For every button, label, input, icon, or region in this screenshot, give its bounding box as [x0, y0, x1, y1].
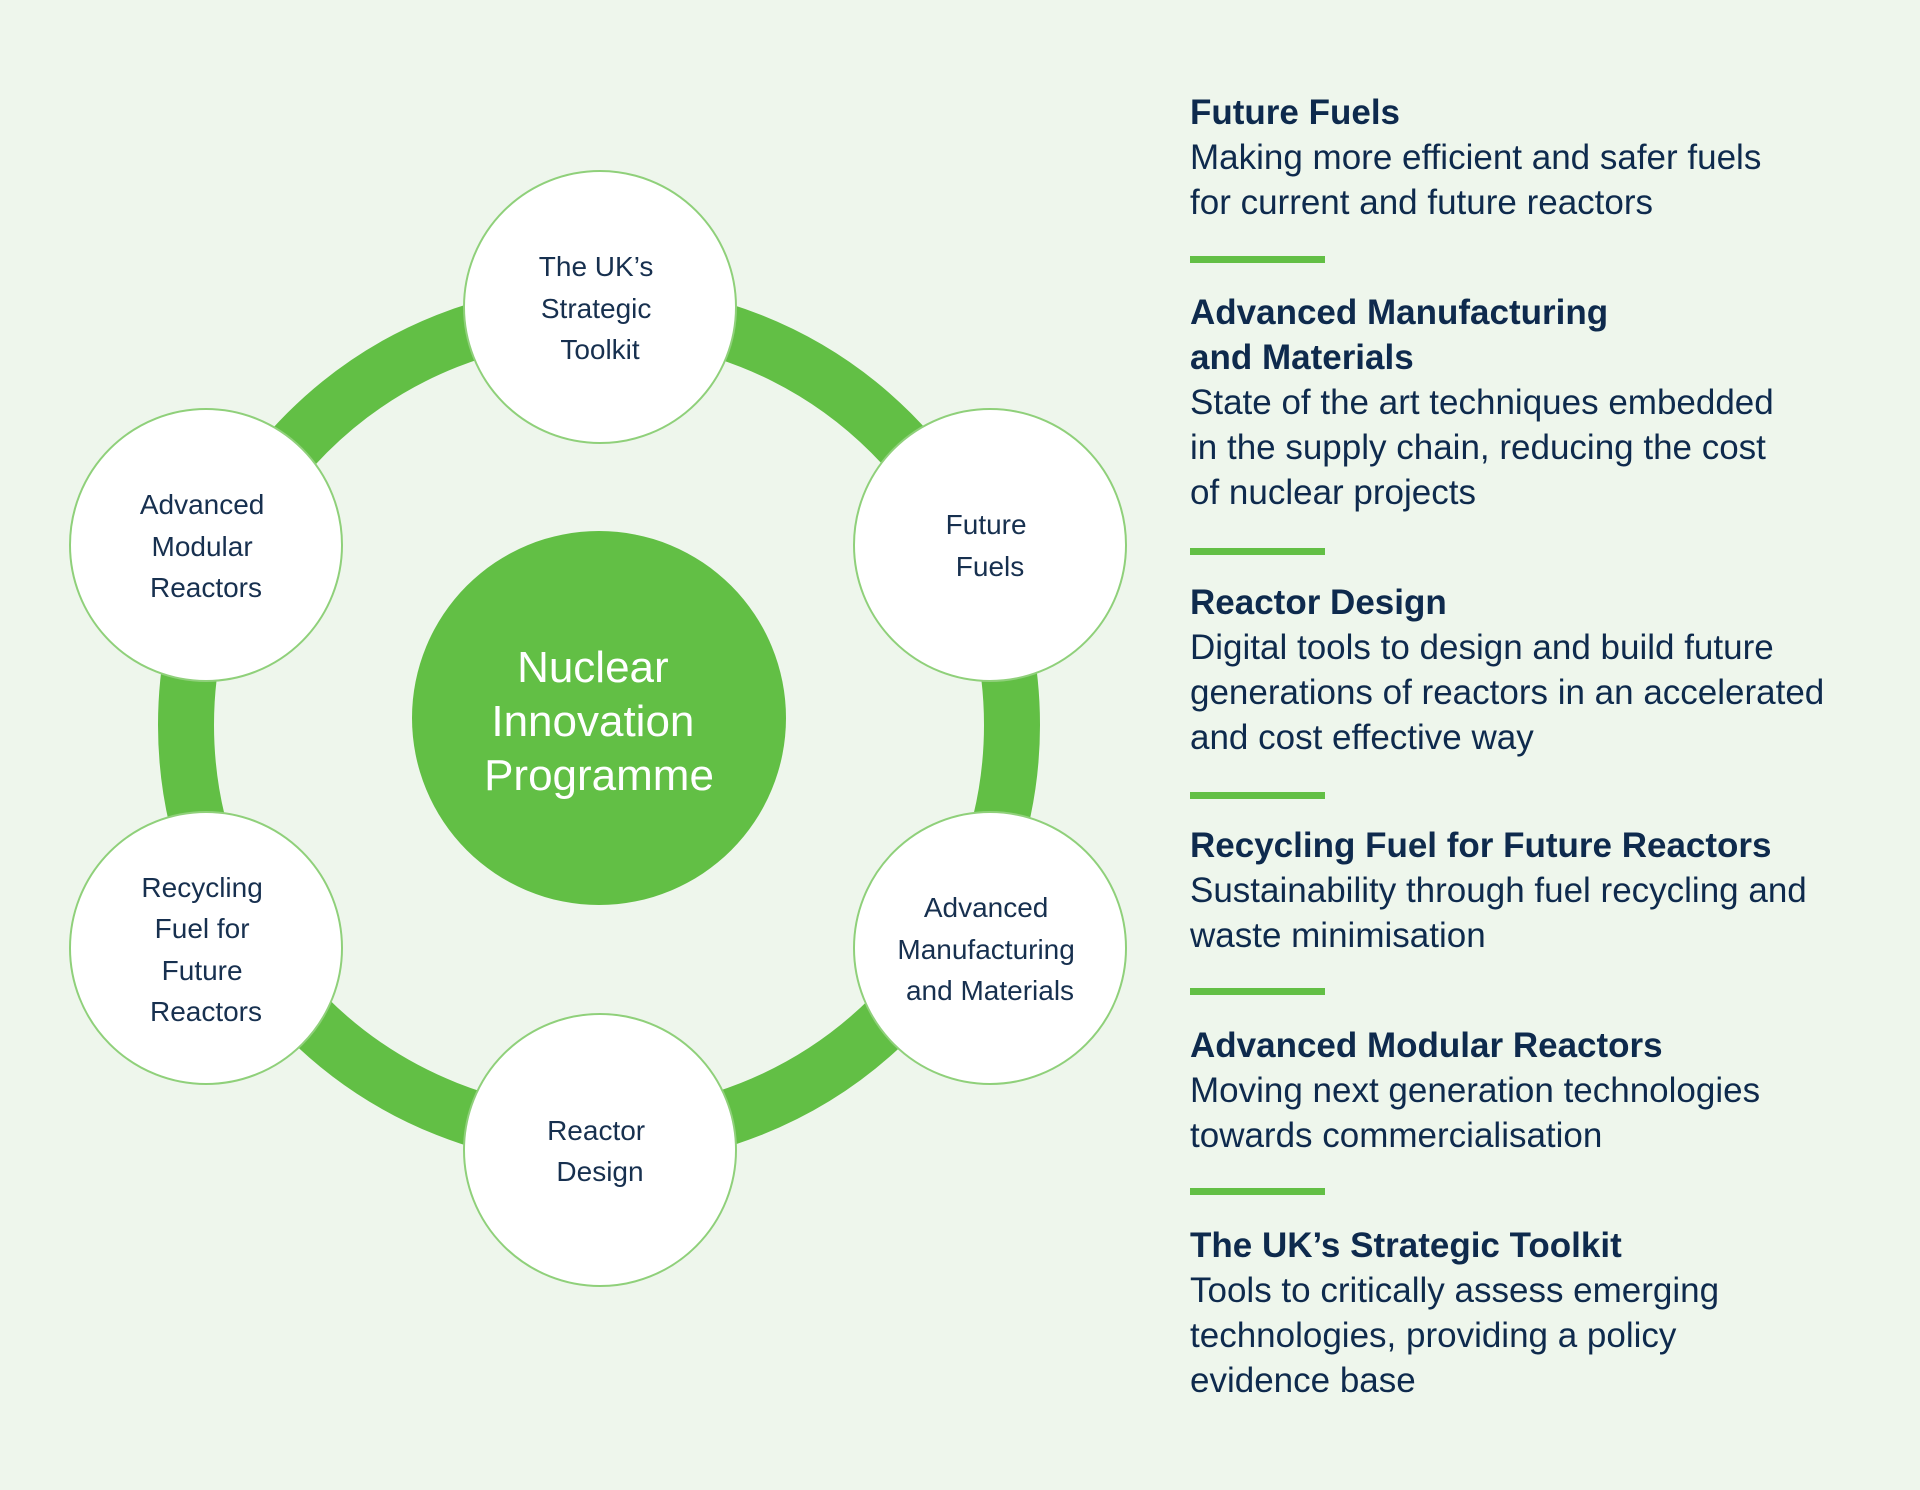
node-reactor-design: Reactor Design [463, 1013, 737, 1287]
area-description: Tools to critically assess emerging tech… [1190, 1271, 1720, 1400]
node-future-fuels-circle [853, 408, 1127, 682]
area-advanced-modular: Advanced Modular Reactors Moving next ge… [1190, 1023, 1890, 1158]
node-label-line: Fuels [956, 551, 1024, 582]
node-advanced-modular-circle [69, 408, 343, 682]
node-label-line: Advanced [140, 489, 265, 520]
node-strategic-toolkit: The UK’s Strategic Toolkit [463, 170, 737, 444]
area-description: Making more efficient and safer fuels fo… [1190, 138, 1762, 222]
node-future-fuels: Future Fuels [853, 408, 1127, 682]
node-label-line: Reactors [150, 996, 262, 1027]
area-description: Sustainability through fuel recycling an… [1190, 871, 1807, 955]
center-hub-label-line: Programme [484, 751, 714, 800]
center-hub-label-line: Innovation [491, 697, 694, 746]
area-title: Recycling Fuel for Future Reactors [1190, 826, 1772, 865]
area-title: Future Fuels [1190, 93, 1401, 132]
node-recycling-fuel-circle [69, 811, 343, 1085]
node-advanced-modular: Advanced Modular Reactors [69, 408, 343, 682]
area-description: State of the art techniques embedded in … [1190, 383, 1774, 512]
node-strategic-toolkit-label: The UK’s Strategic Toolkit [539, 251, 661, 365]
node-label-line: Strategic [541, 293, 652, 324]
node-label-line: Reactors [150, 572, 262, 603]
area-reactor-design: Reactor Design Digital tools to design a… [1190, 580, 1890, 760]
node-reactor-design-circle [463, 1013, 737, 1287]
node-label-line: Recycling [141, 872, 262, 903]
node-label-line: Modular [152, 531, 253, 562]
area-advanced-manufacturing: Advanced Manufacturing and Materials Sta… [1190, 290, 1890, 515]
node-reactor-design-label: Reactor Design [547, 1115, 653, 1187]
node-label-line: The UK’s [539, 251, 654, 282]
area-title: Advanced Manufacturing and Materials [1190, 293, 1609, 377]
node-label-line: Fuel for [155, 913, 250, 944]
area-description: Moving next generation technologies towa… [1190, 1071, 1761, 1155]
node-label-line: and Materials [906, 975, 1074, 1006]
node-future-fuels-label: Future Fuels [946, 509, 1035, 582]
section-divider [1190, 1188, 1325, 1195]
area-title: The UK’s Strategic Toolkit [1190, 1226, 1622, 1265]
section-divider [1190, 988, 1325, 995]
node-label-line: Manufacturing [897, 934, 1074, 965]
node-label-line: Reactor [547, 1115, 645, 1146]
node-recycling-fuel-label: Recycling Fuel for Future Reactors [141, 872, 270, 1027]
section-divider [1190, 792, 1325, 799]
node-advanced-manufacturing-circle [853, 811, 1127, 1085]
node-label-line: Future [162, 955, 243, 986]
section-divider [1190, 548, 1325, 555]
section-divider [1190, 256, 1325, 263]
area-title: Advanced Modular Reactors [1190, 1026, 1663, 1065]
area-recycling-fuel: Recycling Fuel for Future Reactors Susta… [1190, 823, 1890, 958]
center-hub-label-line: Nuclear [517, 643, 669, 692]
area-description: Digital tools to design and build future… [1190, 628, 1825, 757]
node-label-line: Design [556, 1156, 643, 1187]
node-strategic-toolkit-circle [463, 170, 737, 444]
node-advanced-modular-label: Advanced Modular Reactors [140, 489, 272, 603]
node-label-line: Advanced [924, 892, 1049, 923]
node-recycling-fuel: Recycling Fuel for Future Reactors [69, 811, 343, 1085]
node-label-line: Toolkit [560, 334, 640, 365]
center-hub: Nuclear Innovation Programme [412, 531, 786, 905]
area-future-fuels: Future Fuels Making more efficient and s… [1190, 90, 1890, 225]
node-label-line: Future [946, 509, 1027, 540]
node-advanced-manufacturing: Advanced Manufacturing and Materials [853, 811, 1127, 1085]
node-advanced-manufacturing-label: Advanced Manufacturing and Materials [897, 892, 1082, 1006]
center-hub-circle [412, 531, 786, 905]
center-hub-label: Nuclear Innovation Programme [484, 643, 714, 800]
area-strategic-toolkit: The UK’s Strategic Toolkit Tools to crit… [1190, 1223, 1890, 1403]
area-title: Reactor Design [1190, 583, 1447, 622]
